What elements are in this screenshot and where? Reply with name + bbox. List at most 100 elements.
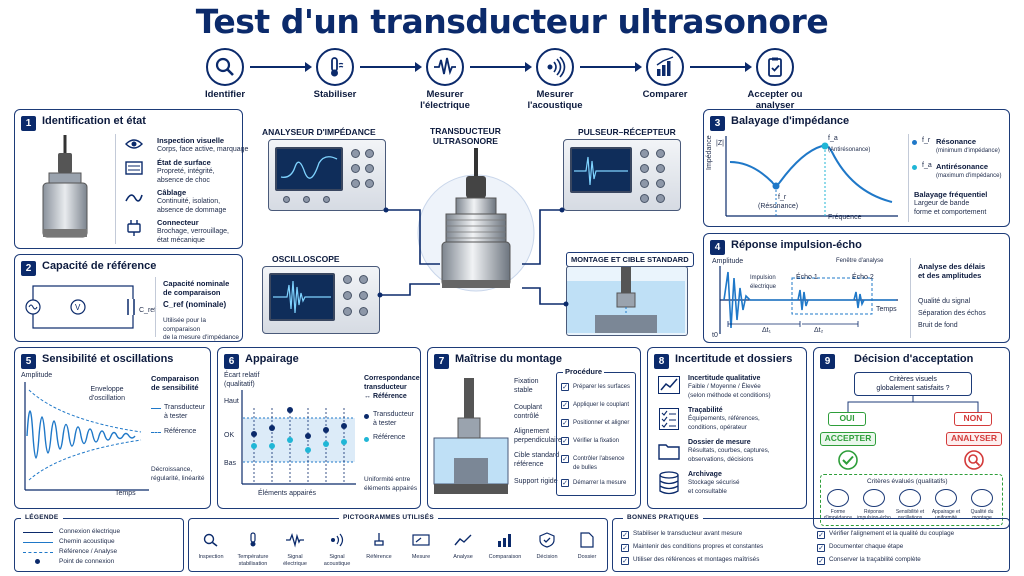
procedure-step-5[interactable]: ✓Démarrer la mesure	[561, 479, 627, 487]
sens-note: Décroissance, régularité, linéarité	[151, 466, 205, 482]
montage-tank[interactable]	[566, 266, 688, 336]
analysis-icon	[454, 534, 472, 546]
picto-temperature: Température stabilisation	[233, 532, 273, 567]
criterion-icon	[899, 489, 921, 507]
process-flow: Identifier Stabiliser Mesurer l'électriq…	[180, 48, 840, 111]
flow-step-label: Accepter ou analyser	[747, 89, 803, 111]
panel-title: Réponse impulsion-écho	[731, 239, 862, 251]
checklist-icon	[659, 408, 679, 430]
panel-number: 1	[21, 116, 36, 131]
flow-step-label: Identifier	[204, 89, 246, 100]
legend-item: Chemin acoustique	[59, 538, 115, 545]
flow-step-electrical[interactable]: Mesurer l'électrique	[400, 48, 490, 111]
criterion-icon	[863, 489, 885, 507]
p1-item-body: Brochage, verrouillage, état mécanique	[157, 228, 229, 244]
montage-label-3: Cible standard référence	[514, 452, 560, 468]
procedure-step-0[interactable]: ✓Préparer les surfaces	[561, 383, 631, 391]
transducer-illustration	[42, 135, 88, 238]
t0-label: t0	[712, 332, 718, 339]
p8-item-head: Archivage	[688, 471, 722, 478]
panel-title: Maîtrise du montage	[455, 353, 562, 365]
procedure-step-3[interactable]: ✓Vérifier la fixation	[561, 437, 620, 445]
panel-number: 9	[820, 354, 835, 369]
flow-step-label: Comparer	[642, 89, 688, 100]
legend-item: Référence / Analyse	[59, 548, 118, 555]
panel-number: 5	[21, 354, 36, 369]
flow-step-identify[interactable]: Identifier	[180, 48, 270, 100]
res-label: (Résonance)	[758, 203, 799, 210]
impedance-chart	[725, 136, 898, 217]
pulse-echo-chart	[719, 266, 898, 334]
oscilloscope[interactable]	[262, 266, 380, 334]
pulser-caption: PULSEUR–RÉCEPTEUR	[578, 127, 676, 137]
flow-arrow	[360, 62, 422, 72]
pair-legend1: Transducteur à tester	[373, 411, 414, 427]
p8-item-head: Dossier de mesure	[688, 439, 751, 446]
panel-pulse-echo: 4 Réponse impulsion-écho Amplitude t0 Im…	[703, 233, 1010, 343]
folder-icon	[658, 444, 680, 460]
picto-label: Dossier	[577, 554, 597, 560]
svg-text:V: V	[75, 303, 81, 312]
pair-level-ok: OK	[224, 432, 235, 439]
best-practice-item: Conserver la traçabilité complète	[829, 556, 921, 563]
picto-label: Inspection	[198, 554, 224, 560]
sensitivity-chart	[24, 382, 149, 491]
procedure-step-4[interactable]: ✓Contrôler l'absence de bulles	[561, 455, 625, 471]
fa-label: f_a	[828, 135, 838, 142]
p2-head: Capacité nominale de comparaison	[163, 279, 230, 297]
procedure-step-1[interactable]: ✓Appliquer le couplant	[561, 401, 630, 409]
electrical-signal-icon	[426, 48, 464, 86]
check-circle-icon	[838, 450, 858, 470]
analyzer-trace	[280, 156, 338, 179]
best-practice-item: Vérifier l'alignement et la qualité du c…	[829, 530, 955, 537]
flow-step-stabilize[interactable]: Stabiliser	[290, 48, 380, 100]
reference-icon	[374, 533, 384, 546]
reference-circuit-diagram: V	[25, 285, 148, 329]
yes-label[interactable]: OUI	[828, 412, 866, 426]
pair-legend2: Référence	[373, 434, 406, 441]
cref-label: C_ref	[139, 307, 157, 314]
bar-chart-icon	[646, 48, 684, 86]
pulser-receiver[interactable]	[563, 139, 681, 211]
res-legend-head: Résonance	[936, 137, 977, 146]
no-label[interactable]: NON	[954, 412, 992, 426]
panel-number: 2	[21, 261, 36, 276]
flow-step-compare[interactable]: Comparer	[620, 48, 710, 100]
panel-number: 4	[710, 240, 725, 255]
echo2-label: Écho 2	[852, 274, 874, 281]
panel-number: 3	[710, 116, 725, 131]
procedure-step-2[interactable]: ✓Positionner et aligner	[561, 419, 630, 427]
panel-number: 8	[654, 354, 669, 369]
shield-check-icon	[539, 532, 555, 548]
thermometer-icon	[316, 48, 354, 86]
pulse-xlabel: Temps	[876, 306, 897, 313]
pulser-trace	[574, 156, 628, 186]
panel-number: 6	[224, 354, 239, 369]
page-title: Test d'un transducteur ultrasonore	[195, 2, 829, 41]
center-transducer[interactable]	[416, 148, 536, 318]
montage-label-4: Support rigide	[514, 478, 558, 485]
flow-step-decide[interactable]: Accepter ou analyser	[730, 48, 820, 111]
pair-corr: Correspondance transducteur ↔ Référence	[364, 375, 420, 400]
sens-xlabel: Temps	[115, 490, 136, 497]
dt2-label: Δt₂	[814, 327, 824, 334]
p1-item-head: Inspection visuelle	[157, 136, 225, 145]
fr-label: f_r	[778, 194, 787, 201]
flow-step-acoustic[interactable]: Mesurer l'acoustique	[510, 48, 600, 111]
transducer-caption: TRANSDUCTEUR ULTRASONORE	[430, 126, 501, 146]
panel-title: Incertitude et dossiers	[675, 353, 793, 365]
panel-uncertainty: 8 Incertitude et dossiers Incertitude qu…	[647, 347, 807, 509]
impedance-analyzer[interactable]	[268, 139, 386, 211]
picto-label: Température stabilisation	[237, 554, 269, 567]
sens-ylabel: Amplitude	[21, 372, 53, 379]
criterion-icon	[971, 489, 993, 507]
accept-button[interactable]: ACCEPTER	[820, 432, 876, 446]
p8-item-body: Faible / Moyenne / Élevée (selon méthode…	[688, 383, 771, 399]
best-practice-item: Maintenir des conditions propres et cons…	[633, 543, 764, 550]
clipboard-check-icon	[756, 48, 794, 86]
montage-label-0: Fixation stable	[514, 378, 539, 394]
procedure-step-label: Appliquer le couplant	[573, 402, 630, 408]
criterion-icon	[827, 489, 849, 507]
anti-legend-body: (maximum d'impédance)	[936, 173, 1002, 179]
analyze-button[interactable]: ANALYSER	[946, 432, 1002, 446]
